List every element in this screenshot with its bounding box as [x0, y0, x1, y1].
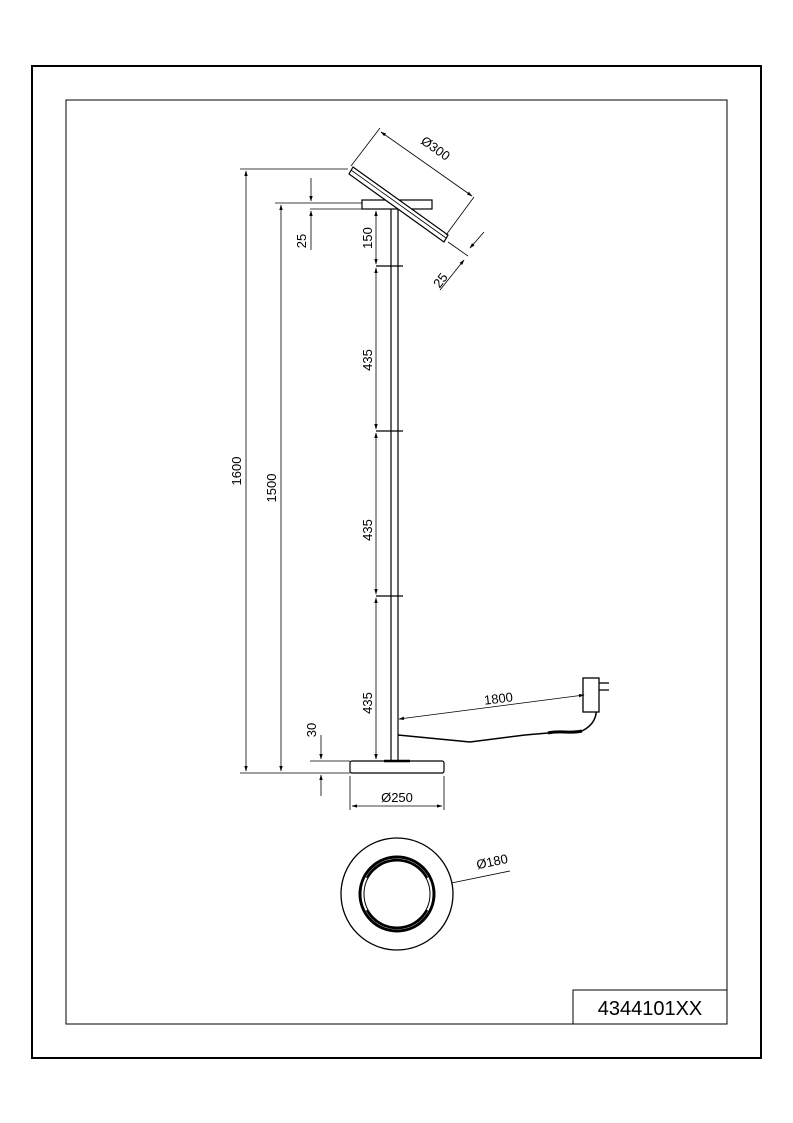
dim-base-diameter: Ø250 [381, 790, 413, 805]
dim-head-diameter: Ø300 [418, 133, 453, 164]
dim-segment-top: 435 [360, 349, 375, 371]
dimension-lines [240, 127, 585, 888]
power-adapter [582, 677, 600, 713]
lamp-base [349, 760, 445, 774]
inner-border [65, 99, 728, 1025]
dim-cable-length: 1800 [483, 689, 514, 707]
dim-base-height: 30 [304, 723, 319, 737]
dim-base-inner-diameter: Ø180 [475, 851, 509, 872]
dim-arm-total-height: 1500 [264, 474, 279, 503]
lamp-pole [390, 203, 399, 762]
power-cable [397, 677, 609, 743]
dim-arm-height: 150 [360, 227, 375, 249]
dim-segment-middle: 435 [360, 519, 375, 541]
base-top-view [340, 837, 454, 951]
dim-head-thickness: 25 [430, 270, 451, 291]
dim-total-height: 1600 [229, 457, 244, 486]
dim-segment-bottom: 435 [360, 692, 375, 714]
outer-border [31, 65, 762, 1059]
lamp-side-view [348, 166, 449, 774]
title-block [572, 989, 728, 1025]
part-number: 4344101XX [598, 998, 703, 1020]
lamp-head [348, 166, 449, 243]
dim-arm-thickness: 25 [294, 234, 309, 248]
